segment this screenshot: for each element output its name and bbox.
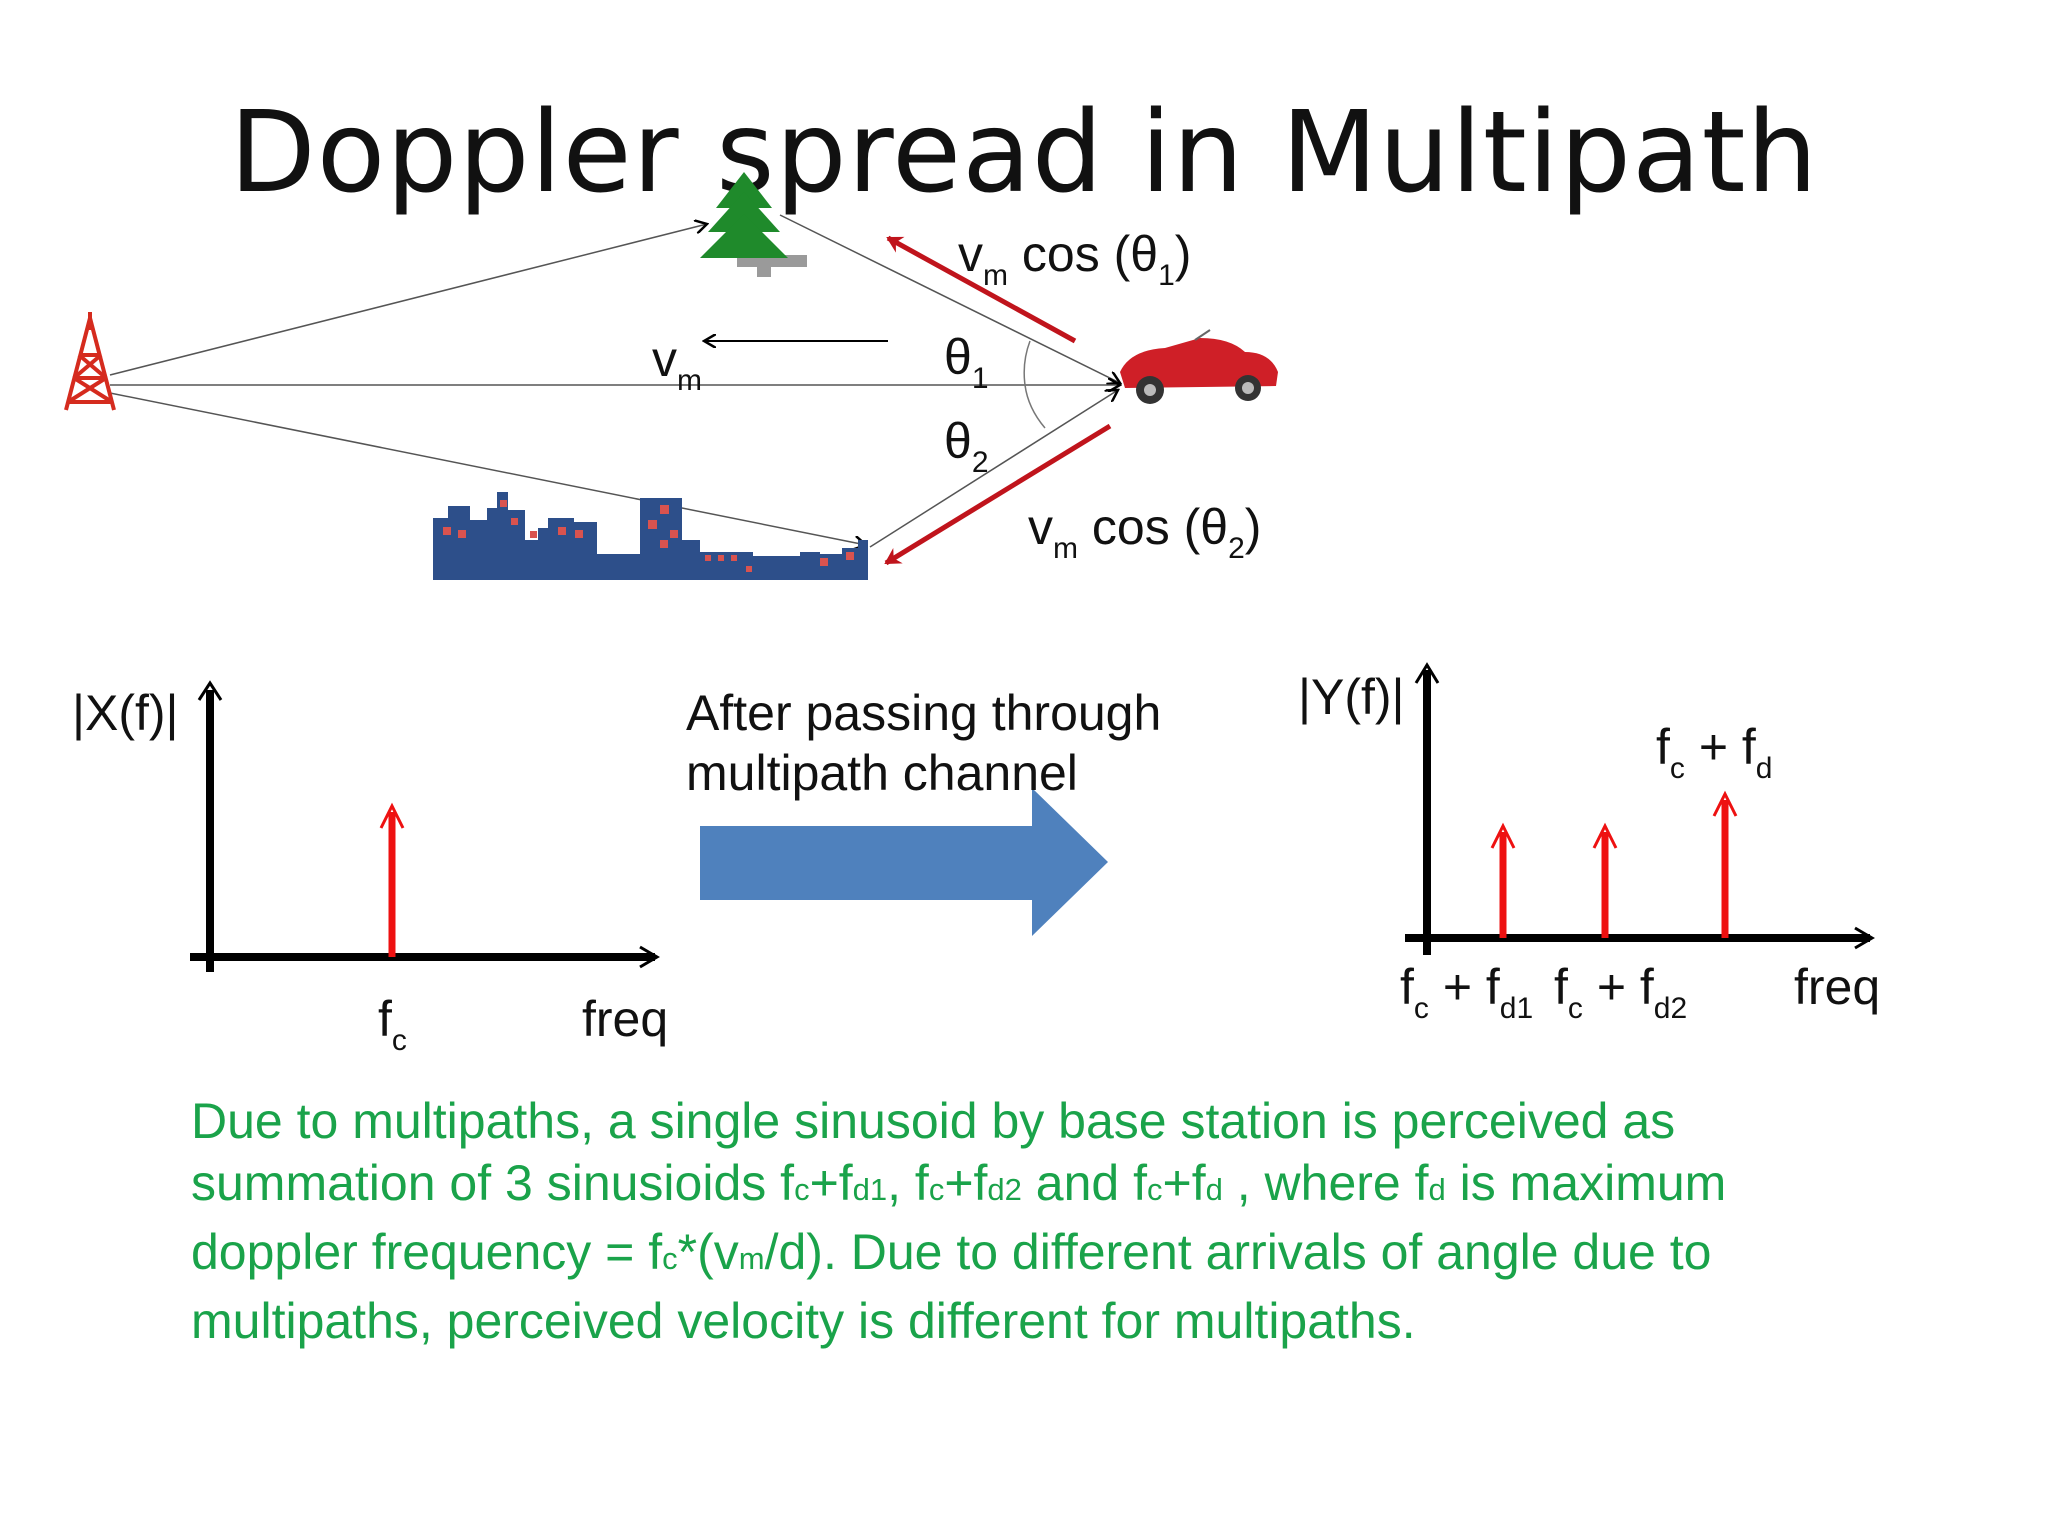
output-impulse-label-fd: fc + fd — [1656, 719, 1773, 785]
angle-arc-theta1 — [1023, 340, 1031, 386]
output-spectrum-xlabel: freq — [1794, 959, 1881, 1015]
output-spectrum-ylabel: |Y(f)| — [1298, 669, 1405, 725]
output-impulse-fd1 — [1490, 822, 1516, 938]
label-theta1: θ1 — [944, 329, 989, 395]
ray-tower-to-city — [109, 392, 866, 545]
output-impulse-fd2 — [1592, 822, 1618, 938]
input-impulse — [379, 802, 405, 957]
input-spectrum-axes — [190, 680, 660, 972]
tree-icon — [700, 172, 807, 277]
transition-arrow — [700, 788, 1108, 936]
red-arrow-theta1 — [886, 235, 1077, 344]
input-spectrum-ylabel: |X(f)| — [72, 685, 179, 741]
label-theta2: θ2 — [944, 413, 989, 479]
output-spectrum-axes — [1405, 662, 1875, 955]
output-impulse-label-fd1: fc + fd1 — [1400, 959, 1534, 1025]
label-vm-cos-theta1: vm cos (θ1) — [958, 226, 1192, 292]
input-spectrum-xlabel: freq — [582, 991, 669, 1047]
note-line-2: summation of 3 sinusioids fc+fd1, fc+fd2… — [191, 1155, 1727, 1211]
angle-arc-theta2 — [1024, 384, 1046, 429]
red-arrow-theta2 — [884, 423, 1112, 566]
ray-tree-to-car — [779, 214, 1120, 383]
output-impulse-label-fd2: fc + fd2 — [1554, 959, 1688, 1025]
slide-title: Doppler spread in Multipath — [229, 88, 1819, 218]
note-line-4: multipaths, perceived velocity is differ… — [191, 1293, 1416, 1349]
city-icon — [433, 492, 868, 580]
output-impulse-fd — [1712, 790, 1738, 938]
ray-city-to-car — [869, 390, 1118, 548]
tower-icon — [64, 312, 116, 411]
label-vm: vm — [652, 331, 702, 397]
label-vm-cos-theta2: vm cos (θ2) — [1028, 499, 1262, 565]
transition-text-line1: After passing through — [686, 685, 1162, 741]
input-impulse-label: fc — [378, 991, 407, 1057]
car-icon — [1120, 329, 1278, 404]
ray-tower-to-tree — [109, 224, 707, 376]
transition-text-line2: multipath channel — [686, 745, 1078, 801]
note-line-1: Due to multipaths, a single sinusoid by … — [191, 1093, 1676, 1149]
explanation-note: Due to multipaths, a single sinusoid by … — [191, 1090, 1891, 1352]
note-line-3: doppler frequency = fc*(vm/d). Due to di… — [191, 1224, 1712, 1280]
